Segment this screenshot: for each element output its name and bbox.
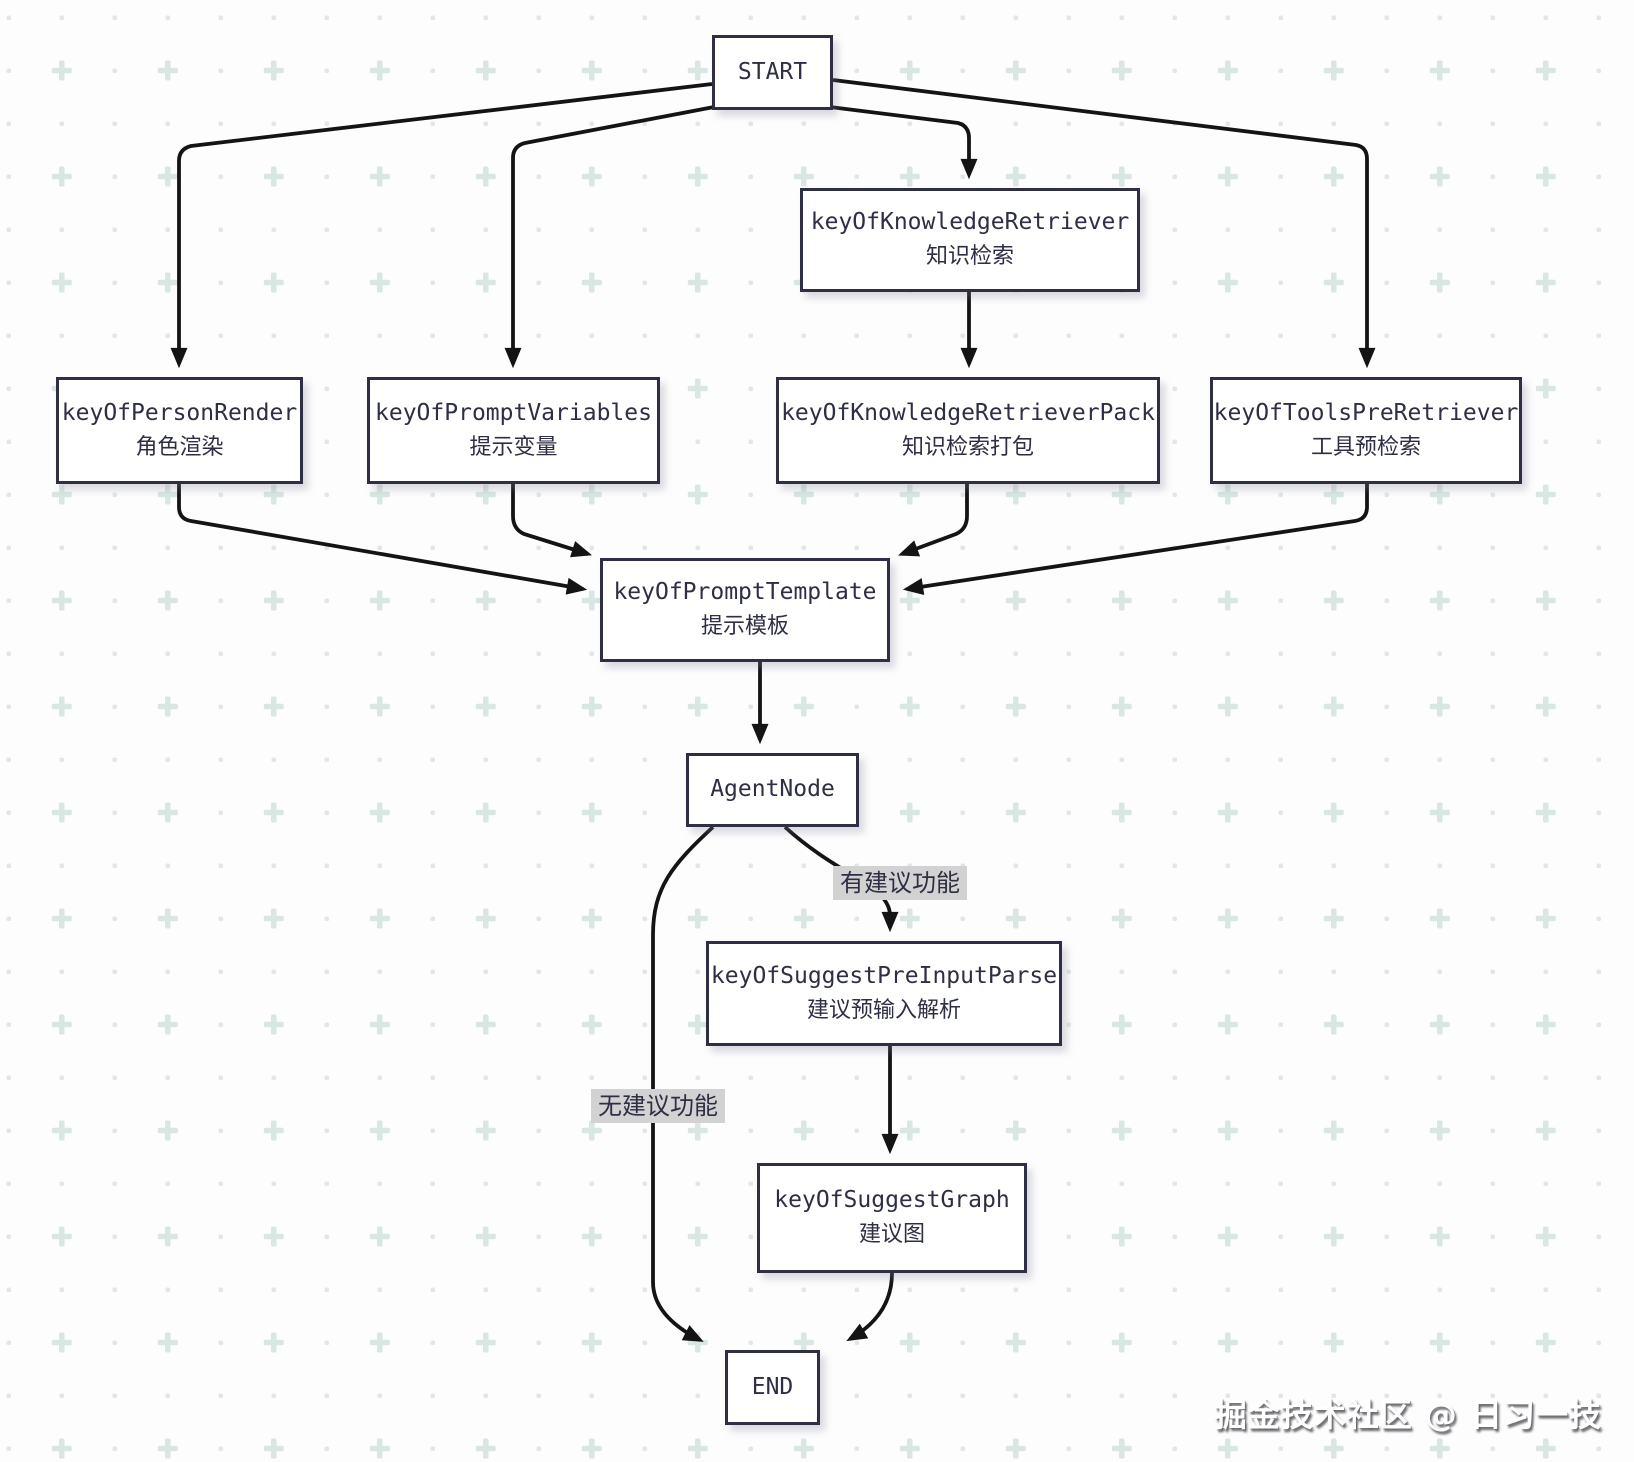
node-knowledge-retriever-pack-zh: 知识检索打包 [901, 434, 1034, 460]
edge-label-has-suggest: 有建议功能 [833, 866, 967, 900]
node-prompt-variables: keyOfPromptVariables 提示变量 [367, 377, 660, 484]
node-end: END [725, 1350, 820, 1425]
node-suggest-pre-input-parse: keyOfSuggestPreInputParse 建议预输入解析 [706, 941, 1062, 1046]
node-suggest-graph-zh: 建议图 [858, 1222, 925, 1248]
node-tools-pre-retriever-key: keyOfToolsPreRetriever [1213, 399, 1519, 426]
edge-start-prompt-variables [504, 105, 715, 369]
node-suggest-pre-input-parse-key: keyOfSuggestPreInputParse [710, 962, 1058, 989]
node-knowledge-retriever-pack-key: keyOfKnowledgeRetrieverPack [781, 399, 1155, 426]
node-end-label: END [751, 1373, 794, 1400]
node-person-render: keyOfPersonRender 角色渲染 [56, 377, 303, 484]
node-suggest-pre-input-parse-zh: 建议预输入解析 [806, 997, 961, 1023]
node-start: START [712, 35, 833, 110]
node-agent-node-label: AgentNode [710, 776, 835, 803]
node-suggest-graph: keyOfSuggestGraph 建议图 [757, 1163, 1027, 1273]
edge-pack-prompt-template [898, 484, 969, 557]
node-person-render-key: keyOfPersonRender [61, 399, 298, 426]
edge-start-knowledge-retriever [829, 105, 978, 180]
node-tools-pre-retriever-zh: 工具预检索 [1310, 434, 1421, 460]
edge-prompt-variables-prompt-template [511, 484, 593, 558]
node-knowledge-retriever: keyOfKnowledgeRetriever 知识检索 [800, 188, 1140, 292]
node-knowledge-retriever-key: keyOfKnowledgeRetriever [810, 209, 1130, 236]
node-suggest-graph-key: keyOfSuggestGraph [774, 1187, 1010, 1214]
node-knowledge-retriever-zh: 知识检索 [925, 244, 1014, 270]
node-knowledge-retriever-pack: keyOfKnowledgeRetrieverPack 知识检索打包 [776, 377, 1160, 484]
node-prompt-template-key: keyOfPromptTemplate [613, 579, 877, 606]
edge-label-no-suggest: 无建议功能 [591, 1089, 725, 1123]
node-person-render-zh: 角色渲染 [135, 434, 224, 460]
node-agent-node: AgentNode [686, 753, 859, 827]
node-tools-pre-retriever: keyOfToolsPreRetriever 工具预检索 [1210, 377, 1522, 484]
watermark: 掘金技术社区 @ 日习一技 [1214, 1396, 1602, 1434]
node-prompt-variables-key: keyOfPromptVariables [375, 399, 652, 426]
edge-tools-prompt-template [902, 484, 1369, 595]
edge-person-render-prompt-template [177, 484, 588, 595]
node-prompt-template-zh: 提示模板 [700, 614, 789, 640]
node-prompt-variables-zh: 提示变量 [469, 434, 558, 460]
edge-start-person-render [170, 82, 713, 369]
edge-agent-node-end [651, 825, 715, 1342]
node-start-label: START [737, 58, 808, 85]
node-prompt-template: keyOfPromptTemplate 提示模板 [600, 558, 890, 662]
edge-suggest-graph-end [846, 1272, 894, 1342]
